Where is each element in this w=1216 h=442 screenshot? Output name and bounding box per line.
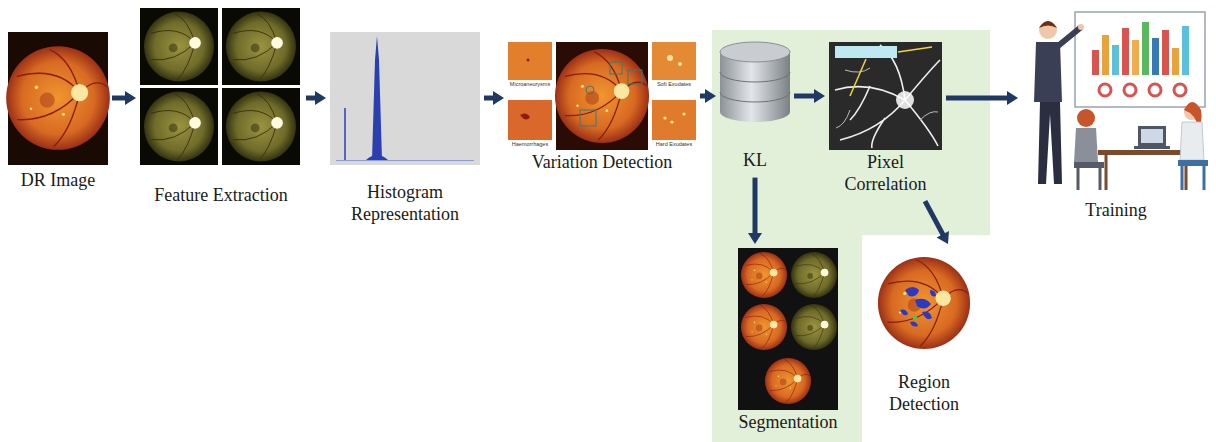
node-caption: Variation Detection [508,152,696,174]
thumbnail-label: Haemorrhages [508,141,552,147]
arrow-head [1007,91,1018,105]
node-caption: Histogram Representation [340,182,470,225]
image-node: Variation Detection [508,42,696,176]
image-node: DR Image [8,32,108,194]
node-caption: Training [1022,200,1210,222]
flow-arrow [306,91,326,105]
arrow-head [705,89,716,103]
node-caption: DR Image [8,170,108,192]
arrow-shaft [484,96,494,101]
thumbnail-label: Soft Exudates [652,81,696,87]
arrow-shaft [306,96,316,101]
arrow-head [493,91,504,105]
thumbnail-label: Hard Exudates [652,141,696,147]
arrow-shaft [925,201,943,235]
arrow-head [937,231,949,244]
node-caption: Region Detection [878,372,970,415]
flow-arrow [112,91,136,105]
image-node: Feature Extraction [140,8,302,209]
arrow-head [315,91,326,105]
image-node: Training [1022,8,1210,224]
thumbnail-label: Microaneurysms [508,81,552,87]
flow-arrow [748,178,762,244]
image-node: KL [720,42,790,174]
flow-arrow [484,91,504,105]
arrow-shaft [112,96,126,101]
flow-arrow [946,91,1018,105]
image-node: Region Detection [878,248,970,417]
node-caption: Feature Extraction [140,185,302,207]
node-caption: KL [720,150,790,172]
image-node: Pixel Correlation [829,42,942,197]
flow-arrow [794,89,825,103]
image-node: Histogram Representation [330,32,480,227]
node-caption: Segmentation [738,412,838,434]
arrow-head [814,89,825,103]
arrow-shaft [753,178,758,234]
flow-arrow [925,201,949,244]
arrow-head [125,91,136,105]
node-caption: Pixel Correlation [833,152,938,195]
arrow-shaft [946,96,1008,101]
image-node: Segmentation [738,248,838,436]
arrow-head [748,233,762,244]
flow-arrow [700,89,716,103]
arrow-shaft [794,94,815,99]
